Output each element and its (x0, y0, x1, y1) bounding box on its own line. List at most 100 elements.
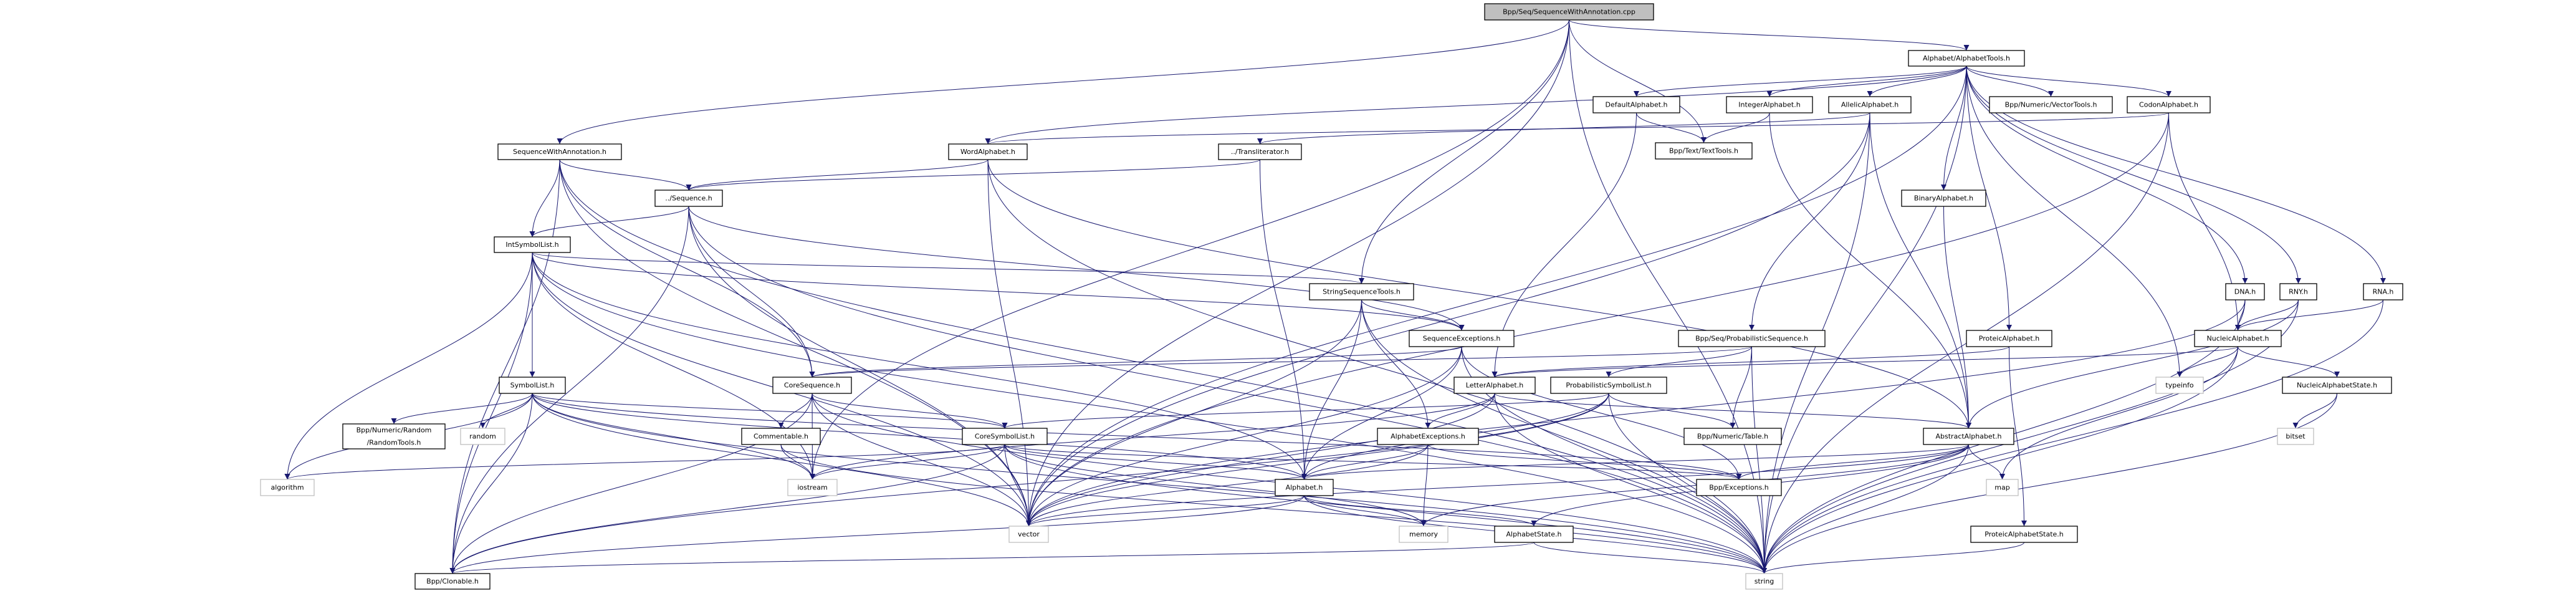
node-csl[interactable]: CoreSymbolList.h (962, 428, 1048, 445)
node-label: algorithm (271, 484, 304, 492)
node-root[interactable]: Bpp/Seq/SequenceWithAnnotation.cpp (1484, 3, 1654, 21)
edge-sl-to-random (480, 393, 533, 429)
node-box (1696, 479, 1782, 496)
node-abs[interactable]: AbstractAlphabet.h (1923, 428, 2014, 445)
edge-abs-to-exc (1736, 444, 1969, 480)
edge-isl-to-alpha (532, 252, 1307, 480)
edge-sexc-to-vector (1026, 346, 1462, 527)
edge-atools-to-codon (1966, 65, 2171, 97)
node-random: random (460, 428, 505, 445)
node-exc[interactable]: Bpp/Exceptions.h (1696, 479, 1782, 496)
node-box (772, 377, 852, 394)
node-box (1309, 283, 1414, 300)
node-ios: iostream (787, 479, 838, 496)
node-label: /RandomTools.h (367, 439, 421, 447)
node-label: ../Transliterator.h (1231, 148, 1289, 156)
edge-psl-to-string (1608, 393, 1767, 574)
edge-ps-to-table (1730, 346, 1752, 429)
node-alpha[interactable]: Alphabet.h (1275, 479, 1334, 496)
node-binary[interactable]: BinaryAlphabet.h (1901, 190, 1986, 207)
node-nucst[interactable]: NucleicAlphabetState.h (2282, 377, 2392, 394)
node-box (460, 428, 505, 445)
node-sexc[interactable]: SequenceExceptions.h (1409, 330, 1515, 347)
node-string: string (1745, 573, 1783, 590)
node-label: random (469, 433, 496, 441)
node-label: Bpp/Seq/SequenceWithAnnotation.cpp (1503, 8, 1635, 16)
node-label: ../Sequence.h (665, 195, 712, 203)
node-clon[interactable]: Bpp/Clonable.h (414, 573, 491, 590)
node-box (260, 479, 315, 496)
node-ps[interactable]: Bpp/Seq/ProbabilisticSequence.h (1678, 330, 1826, 347)
node-typeinfo: typeinfo (2155, 377, 2204, 394)
node-seq[interactable]: ../Sequence.h (654, 190, 723, 207)
edge-sst-to-alpha (1301, 299, 1362, 480)
edge-csl-to-alpha (1004, 444, 1307, 480)
edge-codon-to-vector (1026, 112, 2169, 527)
node-aexc[interactable]: AlphabetExceptions.h (1377, 428, 1479, 445)
node-rt[interactable]: Bpp/Numeric/Random/RandomTools.h (342, 423, 446, 449)
edge-allelic-to-vector (1026, 112, 1870, 527)
node-table[interactable]: Bpp/Numeric/Table.h (1683, 428, 1782, 445)
edge-astate-to-string (1533, 542, 1767, 574)
node-nuc[interactable]: NucleicAlphabet.h (2194, 330, 2282, 347)
edge-root-to-swa (557, 19, 1569, 145)
node-trans[interactable]: ../Transliterator.h (1218, 143, 1302, 160)
node-astate[interactable]: AlphabetState.h (1494, 526, 1574, 543)
node-allelic[interactable]: AllelicAlphabet.h (1828, 96, 1912, 113)
edge-com-to-string (780, 444, 1767, 574)
node-rny[interactable]: RNY.h (2279, 283, 2317, 300)
node-com[interactable]: Commentable.h (741, 428, 821, 445)
edge-aexc-to-alpha (1301, 444, 1429, 480)
node-atools[interactable]: Alphabet/AlphabetTools.h (1908, 50, 2025, 67)
node-label: IntSymbolList.h (505, 241, 558, 249)
node-label: map (1994, 484, 2009, 492)
edge-rny-to-nuc (2235, 299, 2299, 331)
edge-root-to-tt (1569, 19, 1707, 143)
node-box (1923, 428, 2014, 445)
node-def[interactable]: DefaultAlphabet.h (1592, 96, 1680, 113)
edge-int-to-abs (1769, 112, 1971, 429)
edge-def-to-letter (1491, 112, 1637, 378)
node-prot[interactable]: ProteicAlphabet.h (1966, 330, 2052, 347)
node-sst[interactable]: StringSequenceTools.h (1309, 283, 1414, 300)
node-dna[interactable]: DNA.h (2225, 283, 2265, 300)
node-box (1683, 428, 1782, 445)
node-label: AllelicAlphabet.h (1841, 101, 1898, 109)
node-rna[interactable]: RNA.h (2363, 283, 2403, 300)
node-box (2363, 283, 2403, 300)
edge-word-to-string (987, 159, 1767, 574)
edge-atools-to-allelic (1867, 65, 1967, 97)
node-box (1494, 526, 1574, 543)
node-box (1726, 96, 1813, 113)
node-label: memory (1409, 531, 1438, 539)
node-isl[interactable]: IntSymbolList.h (494, 236, 571, 253)
edges-layer (284, 19, 2386, 574)
node-box (499, 377, 566, 394)
edge-sl-to-ios (532, 393, 815, 480)
node-psl[interactable]: ProbabilisticSymbolList.h (1550, 377, 1667, 394)
node-word[interactable]: WordAlphabet.h (948, 143, 1028, 160)
edge-psl-to-csl (1002, 393, 1609, 429)
edge-root-to-vector (1026, 19, 1569, 527)
node-letter[interactable]: LetterAlphabet.h (1453, 377, 1536, 394)
node-int[interactable]: IntegerAlphabet.h (1726, 96, 1813, 113)
node-vtools[interactable]: Bpp/Numeric/VectorTools.h (1989, 96, 2113, 113)
node-box (1592, 96, 1680, 113)
edge-atools-to-def (1634, 65, 1967, 97)
edge-sexc-to-cs (809, 346, 1462, 378)
node-tt[interactable]: Bpp/Text/TextTools.h (1655, 142, 1753, 160)
edge-alpha-to-memory (1304, 495, 1427, 527)
edge-seq-to-isl (529, 206, 689, 238)
node-cs[interactable]: CoreSequence.h (772, 377, 852, 394)
edge-csl-to-vector (1004, 444, 1032, 527)
node-sl[interactable]: SymbolList.h (499, 377, 566, 394)
node-label: Bpp/Exceptions.h (1709, 484, 1769, 492)
node-label: BinaryAlphabet.h (1914, 195, 1973, 203)
nodes-layer: Bpp/Seq/SequenceWithAnnotation.cppSequen… (260, 3, 2403, 590)
edge-sst-to-sexc (1361, 299, 1465, 331)
node-codon[interactable]: CodonAlphabet.h (2127, 96, 2211, 113)
node-swa[interactable]: SequenceWithAnnotation.h (497, 143, 622, 160)
edge-sexc-to-alpha (1301, 346, 1462, 480)
edge-root-to-string (1569, 19, 1767, 574)
node-protst[interactable]: ProteicAlphabetState.h (1970, 526, 2078, 543)
